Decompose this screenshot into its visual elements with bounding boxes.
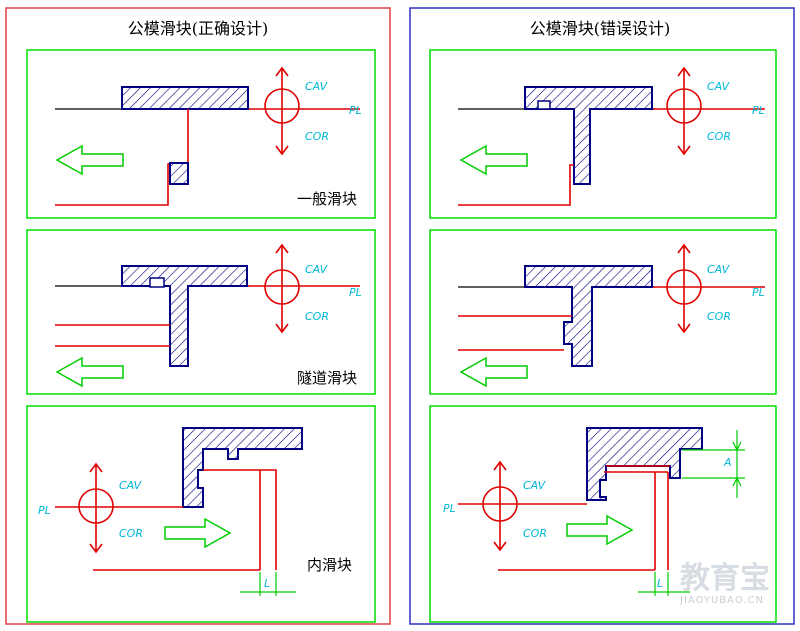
svg-text:COR: COR xyxy=(305,130,329,143)
left-title: 公模滑块(正确设计) xyxy=(128,19,269,38)
svg-text:PL: PL xyxy=(38,504,51,517)
left-panel-inner: CAV COR PL L 内滑块 xyxy=(26,405,376,623)
svg-text:COR: COR xyxy=(523,527,547,540)
right-panel-inner: CAV COR PL A L xyxy=(429,405,777,623)
svg-text:CAV: CAV xyxy=(119,479,143,492)
right-title: 公模滑块(错误设计) xyxy=(530,19,671,38)
svg-text:CAV: CAV xyxy=(305,80,329,93)
dim-l-right: L xyxy=(657,577,663,590)
svg-text:COR: COR xyxy=(707,130,731,143)
svg-text:PL: PL xyxy=(349,286,362,299)
dim-a: A xyxy=(723,456,732,469)
label-inner: 内滑块 xyxy=(307,556,352,574)
svg-text:CAV: CAV xyxy=(707,263,731,276)
svg-text:COR: COR xyxy=(305,310,329,323)
svg-text:PL: PL xyxy=(443,502,456,515)
svg-text:COR: COR xyxy=(707,310,731,323)
svg-text:CAV: CAV xyxy=(707,80,731,93)
svg-text:CAV: CAV xyxy=(523,479,547,492)
svg-text:COR: COR xyxy=(119,527,143,540)
dim-l-left: L xyxy=(264,577,270,590)
left-panel-tunnel: CAV COR PL 隧道滑块 xyxy=(26,229,376,395)
right-frame xyxy=(409,7,795,625)
svg-text:PL: PL xyxy=(752,286,765,299)
svg-text:PL: PL xyxy=(752,104,765,117)
right-panel-general: CAV COR PL xyxy=(429,49,777,219)
svg-text:CAV: CAV xyxy=(305,263,329,276)
label-tunnel: 隧道滑块 xyxy=(297,369,357,387)
left-panel-general: CAV COR PL 一般滑块 xyxy=(26,49,376,219)
watermark-logo: 教育宝 xyxy=(680,561,770,596)
watermark-url: JIAOYUBAO.CN xyxy=(679,595,764,606)
label-general: 一般滑块 xyxy=(297,190,357,208)
right-panel-tunnel: CAV COR PL xyxy=(429,229,777,395)
left-frame xyxy=(5,7,391,625)
svg-text:PL: PL xyxy=(349,104,362,117)
